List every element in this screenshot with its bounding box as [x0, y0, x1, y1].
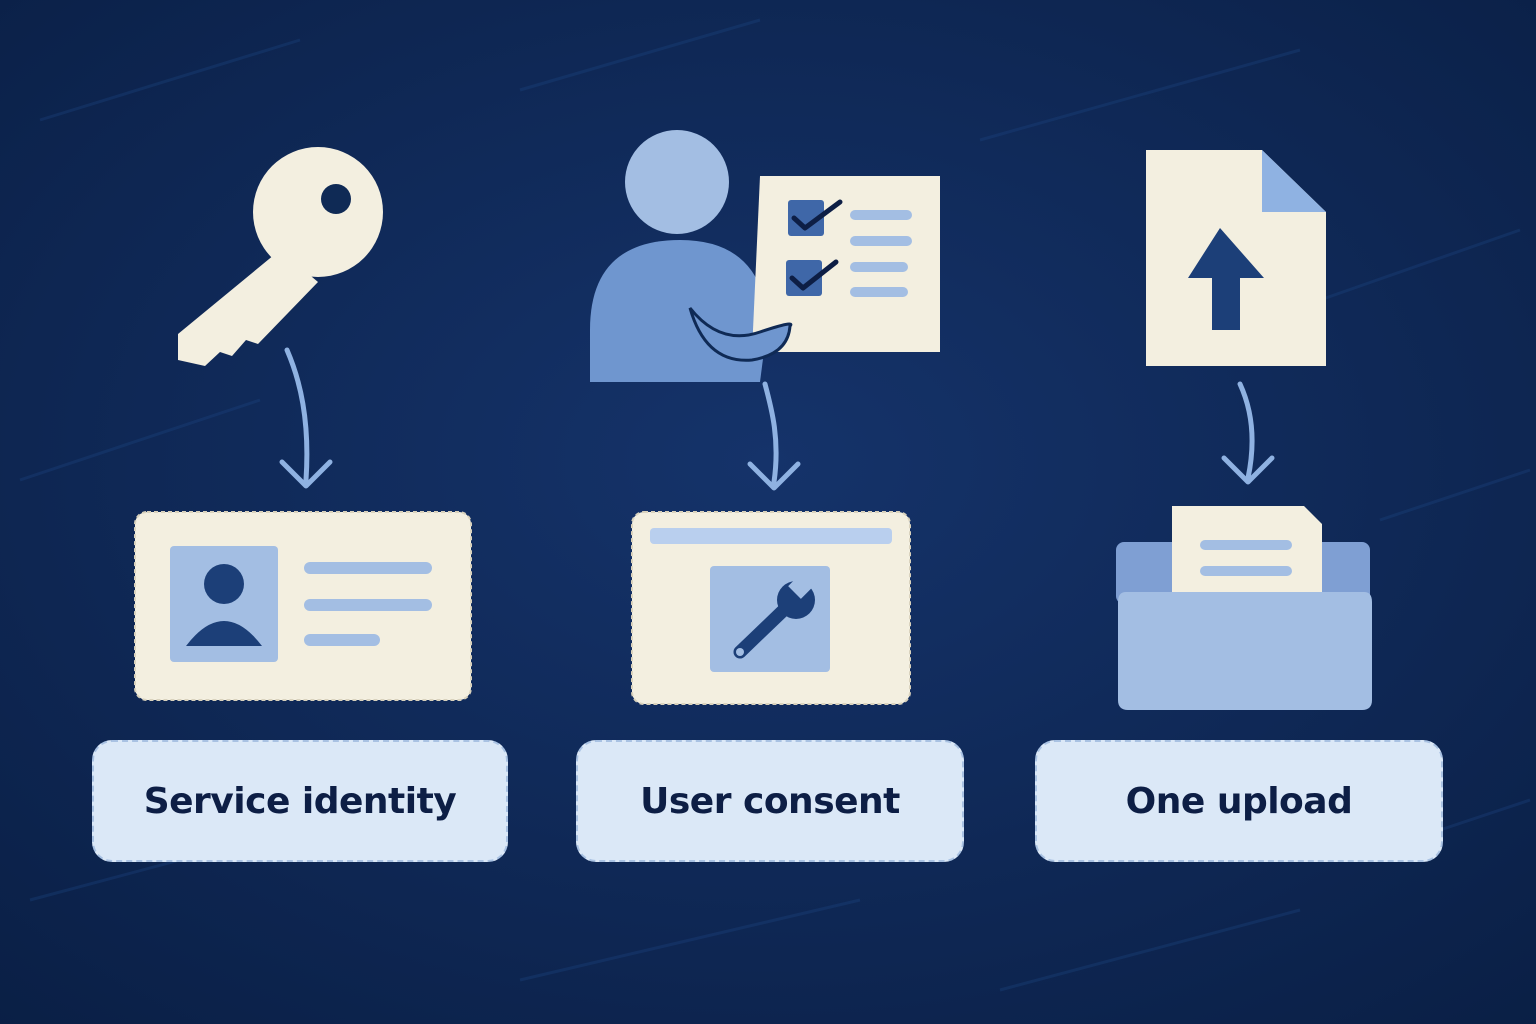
label-service-identity: Service identity — [92, 740, 508, 862]
arrow-2 — [747, 381, 801, 491]
checklist-icon — [752, 176, 940, 352]
person-with-checklist-icon — [590, 130, 940, 382]
label-one-upload: One upload — [1035, 740, 1443, 862]
wrench-icon — [733, 569, 818, 659]
label-user-consent: User consent — [576, 740, 964, 862]
up-arrow-icon — [1188, 228, 1264, 330]
browser-wrench-icon — [631, 511, 911, 705]
document-upload-icon — [1146, 150, 1326, 366]
document-in-folder-icon — [1172, 506, 1322, 592]
arrow-1 — [279, 347, 333, 489]
arm-icon — [688, 307, 793, 362]
label-service-identity-text: Service identity — [143, 780, 457, 822]
folder-document-icon — [1116, 506, 1372, 710]
arrow-3 — [1221, 381, 1275, 485]
key-icon — [178, 147, 383, 366]
id-card-icon — [134, 511, 472, 701]
label-one-upload-text: One upload — [1125, 780, 1353, 822]
label-user-consent-text: User consent — [640, 780, 900, 822]
